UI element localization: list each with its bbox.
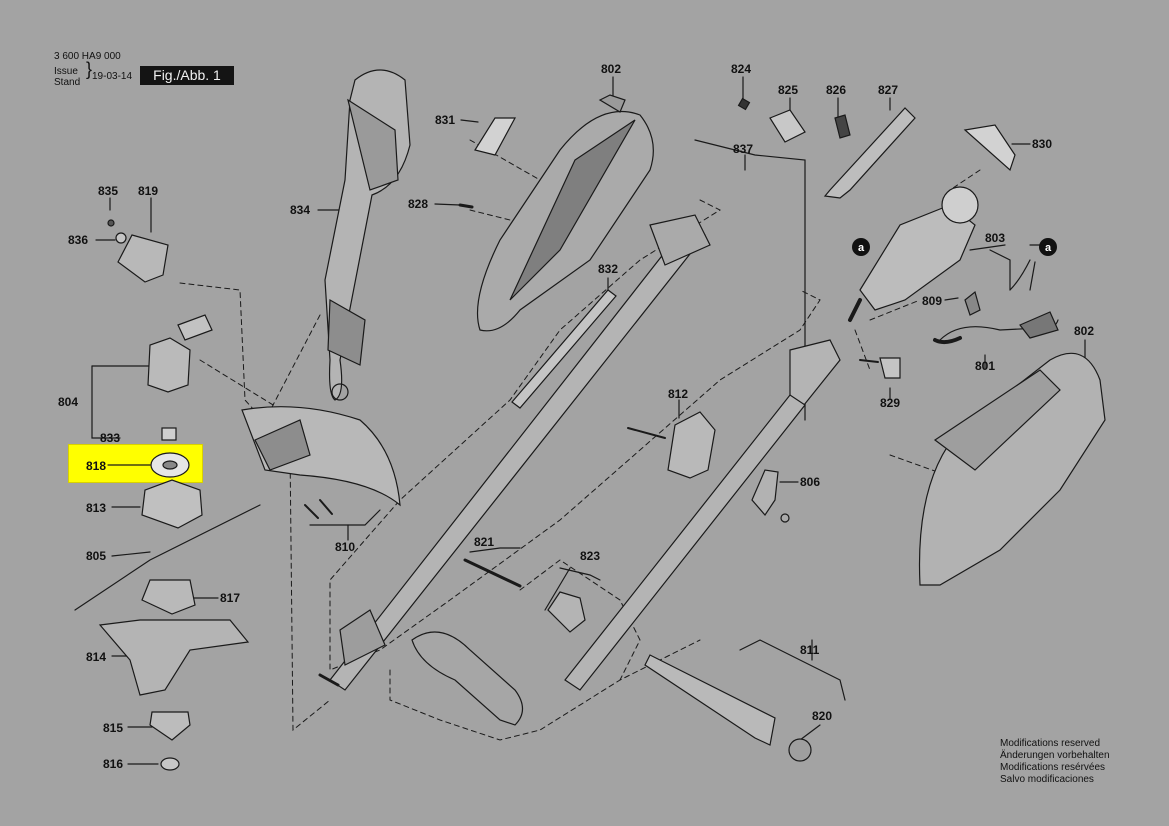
figure-label: Fig./Abb. 1 — [140, 66, 234, 85]
label-831: 831 — [435, 113, 455, 127]
label-836: 836 — [68, 233, 88, 247]
label-804: 804 — [58, 395, 78, 409]
label-816: 816 — [103, 757, 123, 771]
svg-text:a: a — [858, 242, 865, 254]
label-828: 828 — [408, 197, 428, 211]
label-805: 805 — [86, 549, 106, 563]
label-825: 825 — [778, 83, 798, 97]
label-835: 835 — [98, 184, 118, 198]
label-811: 811 — [800, 643, 820, 657]
label-827: 827 — [878, 83, 898, 97]
label-830: 830 — [1032, 137, 1052, 151]
stand-label: Stand — [54, 77, 81, 88]
label-806: 806 — [800, 475, 820, 489]
issue-label: Issue — [54, 66, 78, 77]
label-809: 809 — [922, 294, 942, 308]
label-810: 810 — [335, 540, 355, 554]
modifications-fr: Modifications resérvées — [1000, 762, 1106, 773]
modifications-de: Änderungen vorbehalten — [1000, 750, 1110, 761]
marker-a-left: a — [852, 238, 870, 256]
label-815: 815 — [103, 721, 123, 735]
label-826: 826 — [826, 83, 846, 97]
label-812: 812 — [668, 387, 688, 401]
label-832: 832 — [598, 262, 618, 276]
label-818: 818 — [86, 459, 106, 473]
label-837: 837 — [733, 142, 753, 156]
label-814: 814 — [86, 650, 106, 664]
label-829: 829 — [880, 396, 900, 410]
brace: } — [86, 59, 93, 79]
label-802-top: 802 — [601, 62, 621, 76]
label-823: 823 — [580, 549, 600, 563]
label-821: 821 — [474, 535, 494, 549]
label-820: 820 — [812, 709, 832, 723]
modifications-en: Modifications reserved — [1000, 738, 1101, 749]
issue-date: 19-03-14 — [92, 71, 133, 82]
label-833: 833 — [100, 431, 120, 445]
marker-a-right: a — [1039, 238, 1057, 256]
modifications-es: Salvo modificaciones — [1000, 774, 1094, 785]
label-817: 817 — [220, 591, 240, 605]
label-803: 803 — [985, 231, 1005, 245]
label-801: 801 — [975, 359, 995, 373]
label-824: 824 — [731, 62, 751, 76]
label-813: 813 — [86, 501, 106, 515]
label-802-right: 802 — [1074, 324, 1094, 338]
label-834: 834 — [290, 203, 310, 217]
svg-text:a: a — [1045, 242, 1052, 254]
modifications-notice: Modifications reserved Änderungen vorbeh… — [1000, 738, 1110, 786]
label-819: 819 — [138, 184, 158, 198]
doc-number: 3 600 HA9 000 — [54, 51, 121, 62]
